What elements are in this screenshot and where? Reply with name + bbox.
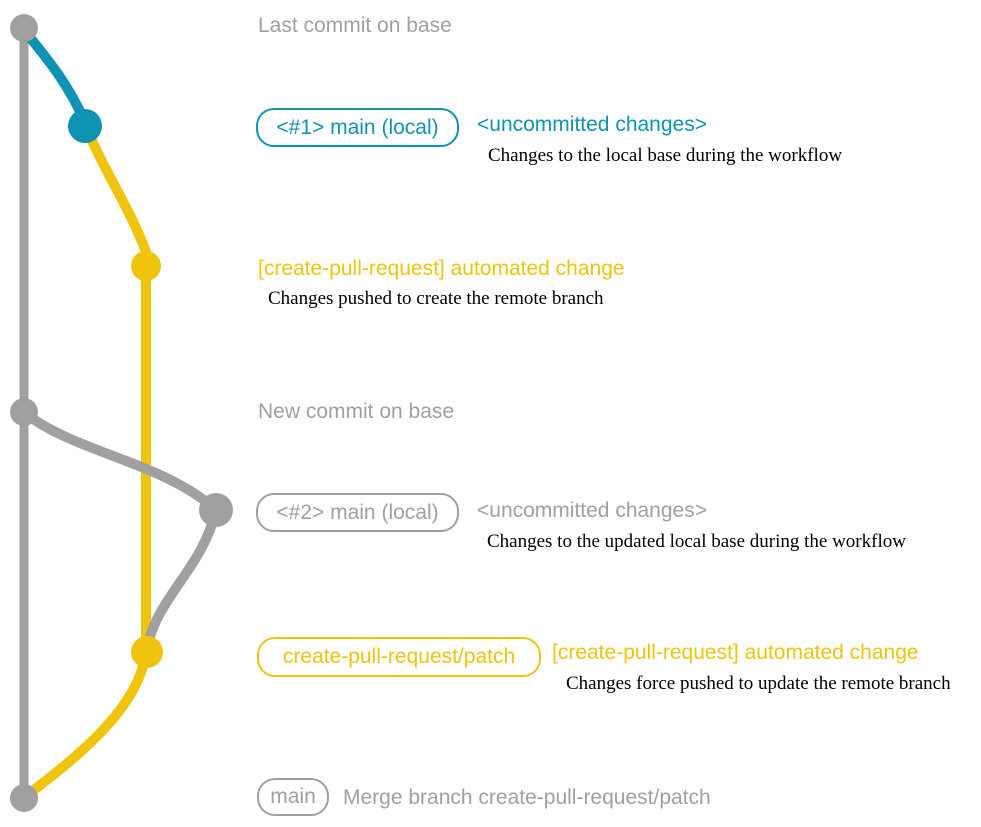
merge-commit-label: Merge branch create-pull-request/patch	[343, 786, 711, 809]
commit-dot-last-base	[10, 14, 38, 42]
branch-badge-main-local-2: <#2> main (local)	[256, 493, 459, 532]
local-changes-branch-2-curve	[19, 407, 222, 653]
automated-change-note-1: Changes pushed to create the remote bran…	[268, 288, 604, 309]
uncommitted-changes-title-2: <uncommitted changes>	[477, 499, 707, 522]
commit-dot-new-base	[10, 398, 38, 426]
automated-change-title-1: [create-pull-request] automated change	[258, 257, 625, 280]
branch-badge-main: main	[257, 778, 329, 816]
commit-dot-automated-1	[131, 251, 161, 281]
commit-dot-merge	[10, 784, 38, 812]
uncommitted-changes-note-1: Changes to the local base during the wor…	[488, 145, 843, 166]
branch-badge-main-local-1: <#1> main (local)	[256, 108, 459, 147]
uncommitted-changes-note-2: Changes to the updated local base during…	[487, 531, 906, 552]
commit-dot-local-2	[199, 493, 233, 527]
automated-change-title-2: [create-pull-request] automated change	[552, 641, 919, 664]
commit-dot-local-1	[68, 109, 102, 143]
new-commit-label: New commit on base	[258, 400, 455, 423]
local-changes-branch-1-curve	[19, 25, 90, 127]
branch-badge-pr-patch: create-pull-request/patch	[257, 637, 541, 677]
uncommitted-changes-title-1: <uncommitted changes>	[477, 113, 707, 136]
last-commit-label: Last commit on base	[258, 14, 452, 37]
commit-dot-automated-2	[131, 636, 163, 668]
automated-change-note-2: Changes force pushed to update the remot…	[566, 673, 951, 694]
